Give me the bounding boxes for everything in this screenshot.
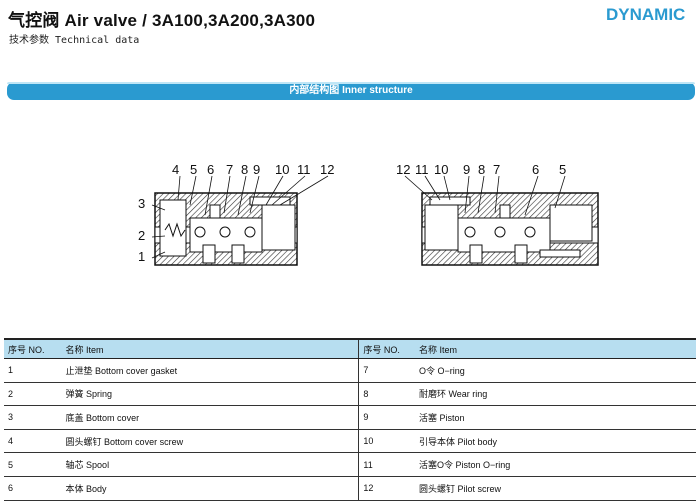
table-cell: 止泄垫 Bottom cover gasket (61, 358, 359, 383)
column-header: 名称 Item (414, 338, 696, 359)
callout-label: 11 (415, 162, 429, 177)
callout-label: 3 (138, 196, 145, 211)
table-cell: 轴芯 Spool (61, 452, 359, 477)
table-cell: 弹簧 Spring (61, 382, 359, 407)
table-cell: 6 (4, 476, 62, 501)
page-subtitle: 技术参数 Technical data (9, 35, 140, 46)
brand-logo-text: DYNAMIC (606, 5, 685, 24)
right-valve-drawing (421, 192, 599, 266)
table-cell: 9 (358, 405, 415, 430)
callout-label: 10 (275, 162, 289, 177)
page-title: 气控阀 Air valve / 3A100,3A200,3A300 (8, 11, 316, 30)
table-row: 5 轴芯 Spool 11 活塞O令 Piston O−ring (4, 452, 696, 477)
table-cell: 8 (358, 382, 415, 407)
table-cell: 圆头螺钉 Pilot screw (414, 476, 696, 501)
callout-label: 12 (396, 162, 410, 177)
callout-label: 10 (434, 162, 448, 177)
table-cell: 3 (4, 405, 62, 430)
table-cell: 耐磨环 Wear ring (414, 382, 696, 407)
column-header: 序号 NO. (4, 338, 62, 359)
callout-label: 5 (559, 162, 566, 177)
section-title-bar: 内部结构图 Inner structure (7, 82, 695, 100)
table-cell: 引导本体 Pilot body (414, 429, 696, 454)
callout-label: 8 (241, 162, 248, 177)
callout-label: 9 (463, 162, 470, 177)
table-cell: 10 (358, 429, 415, 454)
table-row: 4 圆头螺钉 Bottom cover screw 10 引导本体 Pilot … (4, 429, 696, 454)
table-cell: 活塞O令 Piston O−ring (414, 452, 696, 477)
table-row: 3 底盖 Bottom cover 9 活塞 Piston (4, 405, 696, 430)
callout-label: 4 (172, 162, 179, 177)
table-cell: 4 (4, 429, 62, 454)
callout-label: 9 (253, 162, 260, 177)
table-cell: 活塞 Piston (414, 405, 696, 430)
callout-label: 7 (226, 162, 233, 177)
table-cell: 1 (4, 358, 62, 383)
table-cell: 圆头螺钉 Bottom cover screw (61, 429, 359, 454)
callout-label: 6 (532, 162, 539, 177)
table-cell: 本体 Body (61, 476, 359, 501)
brand-logo: DYNAMIC (606, 5, 685, 24)
table-header-row: 序号 NO. 名称 Item 序号 NO. 名称 Item (4, 338, 696, 359)
callout-label: 2 (138, 228, 145, 243)
table-cell: 底盖 Bottom cover (61, 405, 359, 430)
table-cell: 11 (358, 452, 415, 477)
table-row: 6 本体 Body 12 圆头螺钉 Pilot screw (4, 476, 696, 501)
table-cell: 5 (4, 452, 62, 477)
callout-label: 5 (190, 162, 197, 177)
table-cell: 7 (358, 358, 415, 383)
callout-label: 1 (138, 249, 145, 264)
callout-label: 6 (207, 162, 214, 177)
left-valve-drawing (154, 192, 298, 266)
table-cell: 12 (358, 476, 415, 501)
table-cell: 2 (4, 382, 62, 407)
table-row: 1 止泄垫 Bottom cover gasket 7 O令 O−ring (4, 358, 696, 383)
table-cell: O令 O−ring (414, 358, 696, 383)
column-header: 序号 NO. (358, 338, 415, 359)
parts-table: 序号 NO. 名称 Item 序号 NO. 名称 Item 1 止泄垫 Bott… (4, 338, 696, 501)
callout-label: 8 (478, 162, 485, 177)
callout-label: 11 (297, 162, 311, 177)
callout-label: 7 (493, 162, 500, 177)
table-row: 2 弹簧 Spring 8 耐磨环 Wear ring (4, 382, 696, 407)
callout-label: 12 (320, 162, 334, 177)
column-header: 名称 Item (61, 338, 359, 359)
inner-structure-diagram: 4 5 6 7 8 9 10 11 12 3 2 1 (138, 162, 599, 266)
